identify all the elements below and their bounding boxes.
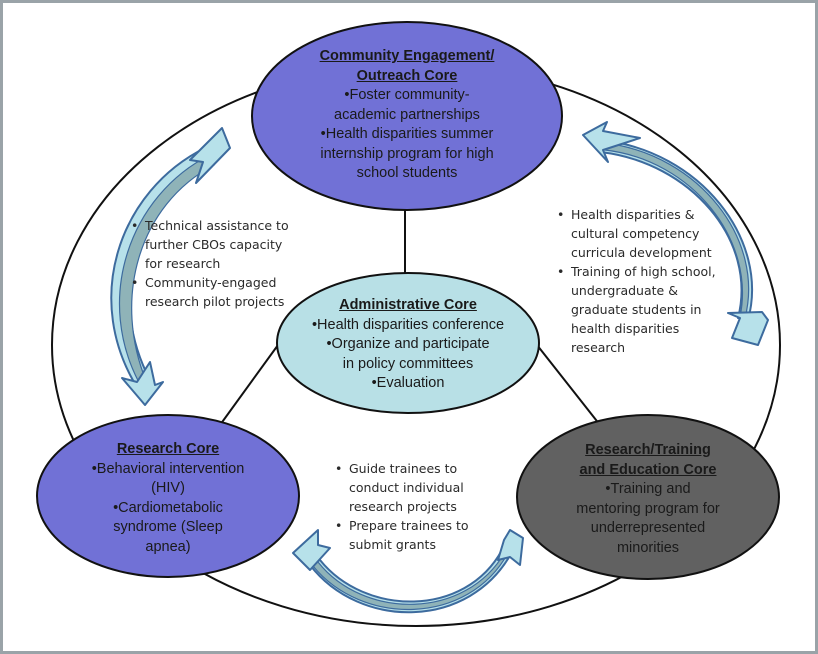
research-core-line: •Cardiometabolic (113, 499, 223, 516)
right-arrow-head-top (582, 121, 641, 163)
right-side-notes: Health disparities & cultural competency… (557, 205, 737, 357)
training-core-line: •Training and (605, 481, 691, 497)
right-note-item: Health disparities & cultural competency… (557, 205, 737, 262)
training-core-title-1: Research/Training (585, 442, 711, 458)
community-core-title-1: Community Engagement/ (319, 48, 495, 64)
admin-core-ellipse[interactable] (276, 272, 540, 414)
research-core-line: •Behavioral intervention (91, 460, 245, 477)
bottom-arrow-head-right (497, 529, 524, 566)
left-curved-arrow (110, 127, 231, 406)
training-core-title-2: and Education Core (579, 461, 717, 478)
research-core-line: syndrome (Sleep (113, 519, 223, 535)
left-arrow-head-top (189, 127, 231, 184)
connector-right (536, 344, 601, 426)
admin-core-line: •Health disparities conference (311, 316, 505, 333)
research-core-line: (HIV) (151, 480, 185, 496)
community-core-line: •Health disparities summer (320, 126, 494, 142)
admin-core-line: •Evaluation (371, 375, 445, 391)
research-core-title: Research Core (116, 441, 220, 457)
community-core-text: Community Engagement/ Outreach Core •Fos… (262, 47, 552, 184)
left-note-item: Community-engaged research pilot project… (131, 273, 291, 311)
bottom-side-notes: Guide trainees to conduct individual res… (335, 459, 485, 554)
community-core-line: •Foster community- (344, 87, 470, 103)
left-side-notes: Technical assistance to further CBOs cap… (131, 216, 291, 311)
connector-left (219, 344, 279, 426)
community-core-line: internship program for high (320, 145, 494, 162)
training-core-line: minorities (616, 539, 680, 556)
left-arrow-head-bottom (121, 361, 164, 406)
community-core-line: academic partnerships (334, 106, 480, 123)
research-core-line: apnea) (145, 538, 191, 555)
left-note-item: Technical assistance to further CBOs cap… (131, 216, 291, 273)
bottom-note-item: Guide trainees to conduct individual res… (335, 459, 485, 516)
bottom-arrow-head-left (292, 529, 331, 571)
bottom-curved-arrow (292, 529, 524, 614)
bottom-note-item: Prepare trainees to submit grants (335, 516, 485, 554)
training-core-line: underrepresented (590, 520, 706, 536)
right-note-item: Training of high school, undergraduate &… (557, 262, 737, 357)
research-core-ellipse[interactable] (36, 414, 300, 578)
community-core-title-2: Outreach Core (356, 67, 458, 84)
training-core-line: mentoring program for (576, 500, 720, 517)
community-core-ellipse[interactable] (251, 21, 563, 211)
admin-core-line: •Organize and participate (326, 336, 490, 352)
research-core-text: Research Core •Behavioral intervention (… (48, 440, 288, 557)
training-core-text: Research/Training and Education Core •Tr… (528, 441, 768, 558)
admin-core-line: in policy committees (342, 355, 474, 372)
admin-core-title: Administrative Core (339, 297, 477, 313)
admin-core-text: Administrative Core •Health disparities … (283, 296, 533, 394)
training-core-ellipse[interactable] (516, 414, 780, 580)
community-core-line: school students (356, 165, 458, 181)
